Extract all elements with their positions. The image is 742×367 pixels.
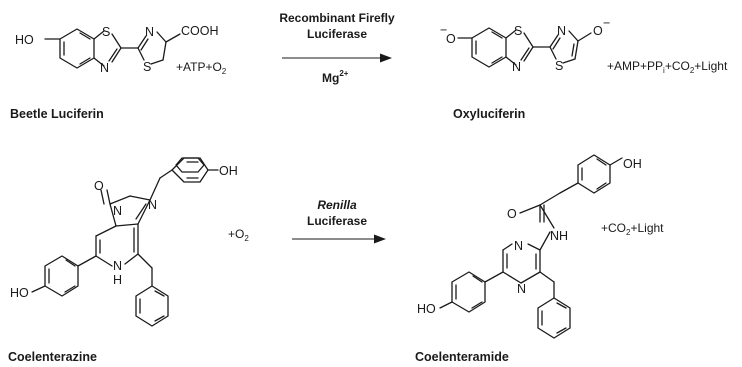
ctz-n3-label: N [113, 259, 122, 273]
oxy-n1-label: N [512, 60, 521, 74]
beetle-s1-label: S [102, 25, 110, 39]
ctz-o-label: O [94, 179, 104, 193]
cta-ho-label: HO [417, 302, 436, 316]
cta-oh-label: OH [623, 157, 642, 171]
reaction2-enzyme-line2: Luciferase [307, 214, 367, 228]
cta-o-label: O [507, 207, 517, 221]
reaction1-enzyme-line1: Recombinant Firefly [279, 11, 395, 25]
reaction1-arrow [282, 53, 392, 63]
reaction1-enzyme-line2: Luciferase [307, 27, 367, 41]
ctz-oh-label: OH [219, 164, 238, 178]
reaction2-enzyme-line1: Renilla [317, 198, 357, 212]
reaction2-reactant-extras: +O2 [228, 227, 249, 243]
ctz-ho-label: HO [10, 286, 29, 300]
beetle-s2-label: S [143, 60, 151, 74]
coelenterazine-name: Coelenterazine [8, 350, 97, 364]
beetle-luciferin-name: Beetle Luciferin [10, 107, 104, 121]
oxy-o1-label: O [446, 32, 456, 46]
coelenterazine-structure [31, 157, 219, 327]
ctz-n1-label: N [148, 198, 157, 212]
reaction1-reactant-extras: +ATP+O2 [176, 60, 227, 76]
oxy-s1-label: S [514, 24, 522, 38]
oxy-minus1: − [440, 23, 447, 37]
beetle-ho-label: HO [15, 33, 34, 47]
reaction1-cofactor: Mg2+ [322, 69, 349, 85]
beetle-n1-label: N [100, 61, 109, 75]
oxy-s2-label: S [555, 59, 563, 73]
ctz-h-label: H [113, 273, 122, 287]
cta-nh-label: NH [550, 229, 568, 243]
oxyluciferin-structure [457, 27, 592, 68]
reaction2-arrow [292, 234, 386, 244]
beetle-cooh-label: COOH [181, 24, 219, 38]
cta-n2-label: N [517, 282, 526, 296]
coelenteramide-structure [439, 154, 623, 339]
oxy-n2-label: N [557, 24, 566, 38]
cta-n1-label: N [514, 239, 523, 253]
reaction1-product-extras: +AMP+PPi+CO2+Light [607, 59, 728, 75]
ctz-n2-label: N [113, 204, 122, 218]
reaction2-product-extras: +CO2+Light [601, 221, 664, 237]
beetle-n2-label: N [145, 25, 154, 39]
oxy-o2-label: O [593, 24, 603, 38]
coelenteramide-name: Coelenteramide [415, 350, 509, 364]
oxy-minus2: − [603, 16, 610, 30]
oxyluciferin-name: Oxyluciferin [453, 107, 525, 121]
beetle-luciferin-structure [44, 28, 181, 69]
